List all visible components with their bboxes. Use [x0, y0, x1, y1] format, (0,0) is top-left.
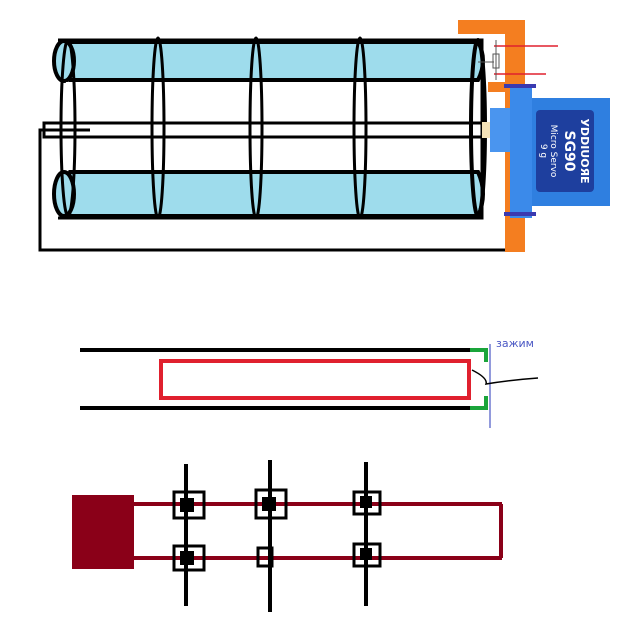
orange-bracket [458, 20, 525, 252]
bearing-2-bottom-outer [256, 546, 274, 568]
shaft-coupling [482, 122, 492, 138]
bearing-3-top-outer [352, 490, 382, 516]
middle-band [66, 82, 478, 170]
servo-label-line4: 9 g [538, 144, 548, 158]
bearing-1-bottom-outer [172, 544, 206, 572]
servo-label-line1: УDDIUOЯE [578, 118, 591, 183]
clamp-label: зажим [496, 337, 534, 350]
resistor-wiring [478, 40, 558, 80]
figure-top-roller-assembly: УDDIUOЯE SG90 Micro Servo 9 g [38, 20, 610, 252]
servo-label-panel [536, 110, 594, 192]
resistor-body [492, 53, 500, 69]
servo-motor: УDDIUOЯE SG90 Micro Servo 9 g [490, 84, 610, 218]
upper-cylinder [52, 39, 485, 83]
bearing-3-bottom-outer [352, 542, 382, 568]
ring-1 [59, 38, 77, 218]
figure-bottom-frame [72, 460, 503, 612]
ring-3 [248, 36, 264, 220]
figure-middle-clamp: зажим [80, 337, 539, 428]
green-clamp-top [470, 348, 488, 362]
servo-flange [510, 86, 532, 218]
wire-loop [38, 128, 505, 252]
lower-cylinder-body [63, 170, 485, 218]
upper-cylinder-body [63, 40, 485, 82]
bearing-3-bottom-inner [360, 548, 372, 560]
bearing-1-top-outer [172, 490, 206, 520]
red-frame [159, 359, 471, 400]
drive-block [72, 495, 134, 569]
bearing-1-top-inner [180, 498, 194, 512]
ring-4 [352, 36, 368, 220]
bearing-2-top-outer [254, 488, 288, 520]
lower-cylinder [52, 170, 485, 218]
bearing-1-bottom-inner [180, 551, 194, 565]
bearing-2-top-inner [262, 497, 276, 511]
ring-2 [150, 36, 166, 220]
green-clamp-bottom [470, 396, 488, 410]
servo-label-line2: SG90 [561, 130, 577, 171]
servo-horn [490, 108, 510, 152]
clamp-wire [471, 369, 539, 385]
orange-bracket-lower-tab [488, 82, 506, 92]
servo-label-line3: Micro Servo [548, 125, 558, 178]
bearing-3-top-inner [360, 496, 372, 508]
